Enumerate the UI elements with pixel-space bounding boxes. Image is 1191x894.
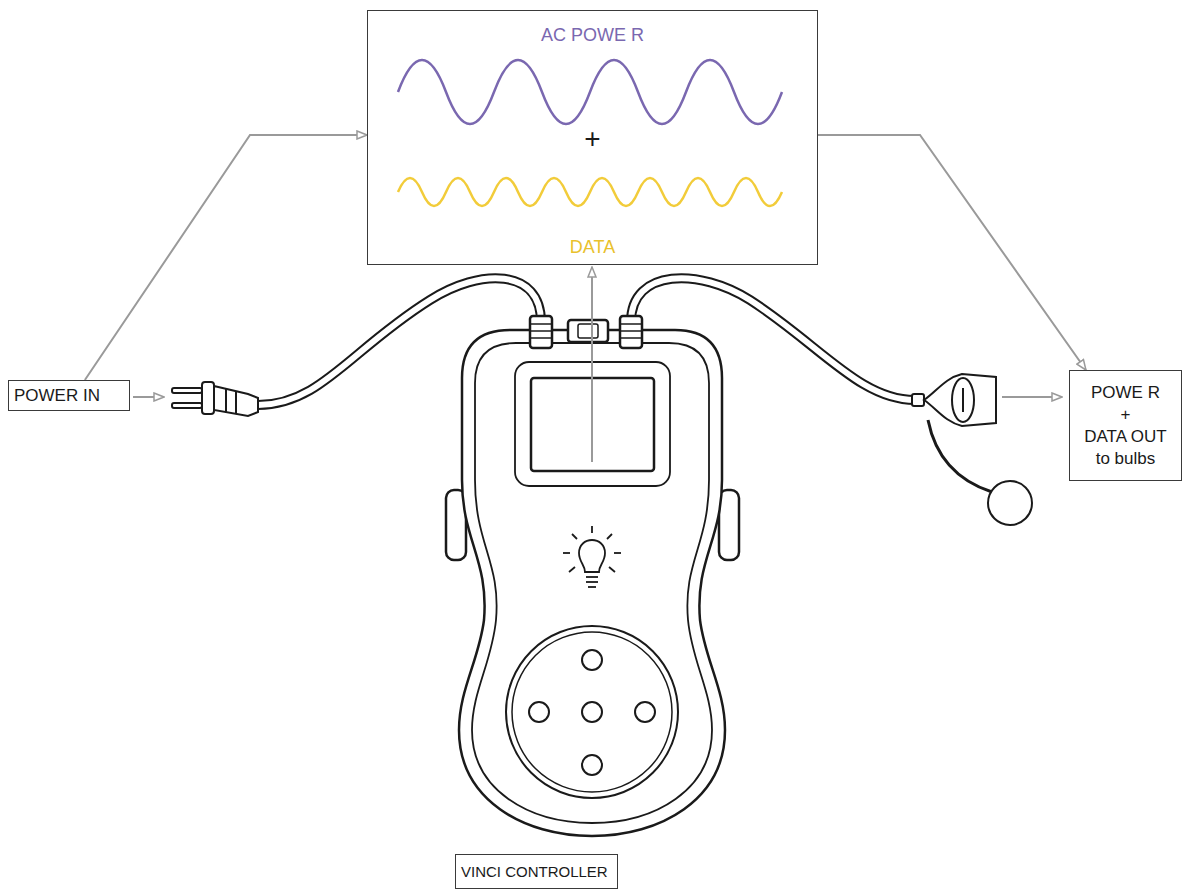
node-text: VINCI CONTROLLER [461, 862, 608, 882]
node-text: + [584, 124, 600, 154]
ac-power-wave [398, 60, 782, 124]
device-label-box: VINCI CONTROLLER [455, 854, 618, 889]
output-box: POWE R+DATA OUT to bulbs [1069, 370, 1182, 481]
power-in-arrow [133, 396, 164, 398]
node-text: POWER IN [14, 385, 100, 407]
signal-box: AC POWE R + DATA [367, 10, 818, 265]
node-text: POWE R [1091, 382, 1160, 404]
data-wave [398, 178, 782, 206]
mains-plug [172, 382, 258, 416]
signal-connector [85, 135, 367, 380]
node-text: DATA [570, 236, 615, 258]
power-out-arrow [1002, 396, 1062, 398]
node-text: + [1121, 404, 1131, 426]
node-text: DATA OUT to bulbs [1078, 426, 1173, 470]
button-pad [506, 626, 678, 798]
input-box: POWER IN [8, 380, 130, 411]
screen-arrow [591, 267, 593, 462]
signal-connector [818, 135, 1086, 370]
bulb-icon [563, 526, 621, 587]
node-text: AC POWE R [541, 24, 644, 46]
